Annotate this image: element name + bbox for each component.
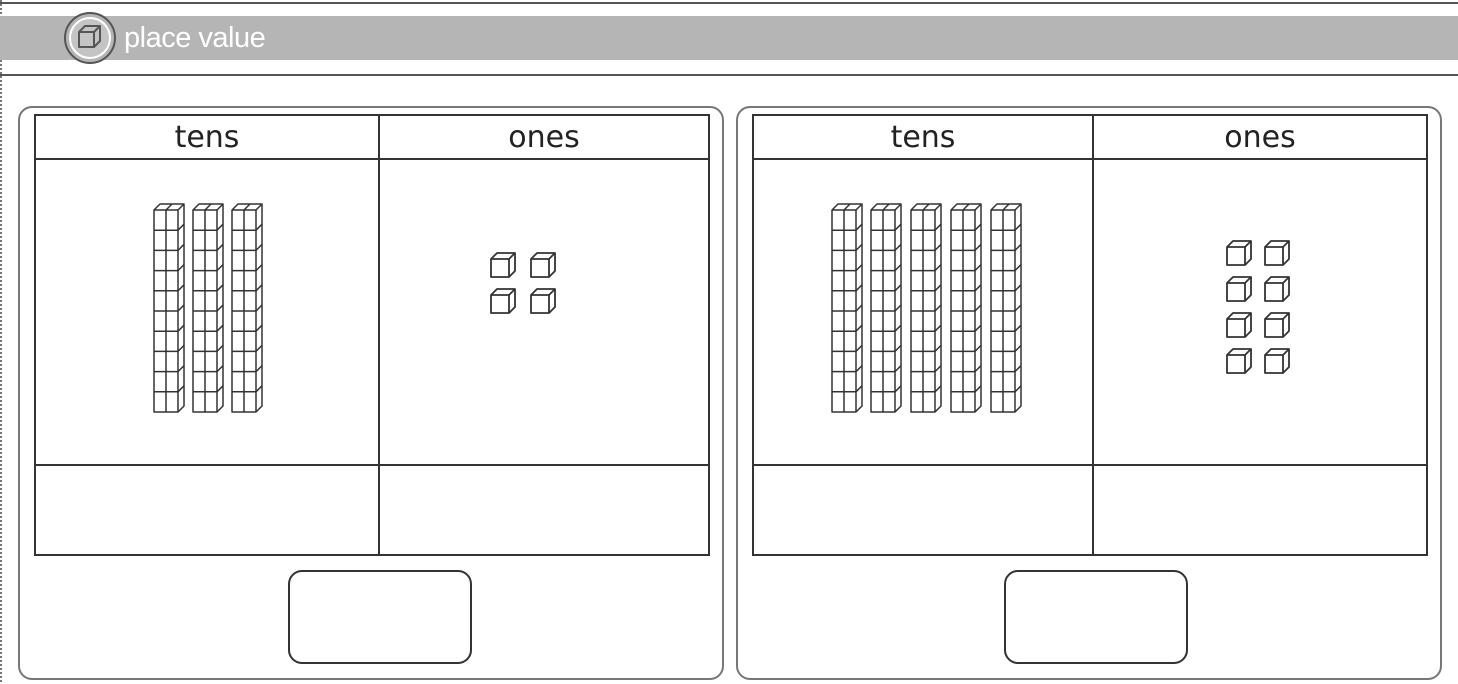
ones-answer-cell[interactable] xyxy=(380,466,708,556)
ones-cube xyxy=(1262,346,1292,380)
cube-icon xyxy=(62,10,118,66)
ones-answer-cell[interactable] xyxy=(1094,466,1426,556)
tens-column-header: tens xyxy=(754,116,1092,158)
ones-cube xyxy=(528,286,558,320)
tens-column-header: tens xyxy=(36,116,378,158)
place-value-panel-2: tens ones xyxy=(736,106,1442,680)
header-top-rule xyxy=(0,2,1458,4)
place-value-table: tens ones xyxy=(34,114,710,556)
ones-cube xyxy=(528,250,558,284)
ones-cube xyxy=(1224,238,1254,272)
place-value-table: tens ones xyxy=(752,114,1428,556)
ones-cube xyxy=(1224,346,1254,380)
place-value-panel-1: tens ones xyxy=(18,106,724,680)
ones-column-header: ones xyxy=(1094,116,1426,158)
tens-rod xyxy=(989,202,1023,420)
ones-cube xyxy=(1262,310,1292,344)
ones-cube xyxy=(488,286,518,320)
tens-answer-cell[interactable] xyxy=(754,466,1092,556)
ones-cube xyxy=(1262,274,1292,308)
ones-column-header: ones xyxy=(380,116,708,158)
tens-answer-cell[interactable] xyxy=(36,466,378,556)
page-edge xyxy=(0,0,2,684)
ones-cube xyxy=(1224,274,1254,308)
tens-rod xyxy=(191,202,225,420)
page-title: place value xyxy=(124,16,265,60)
tens-rod xyxy=(230,202,264,420)
tens-rod xyxy=(830,202,864,420)
tens-rod xyxy=(909,202,943,420)
ones-cube xyxy=(1224,310,1254,344)
total-answer-box[interactable] xyxy=(288,570,472,664)
ones-cube xyxy=(488,250,518,284)
tens-rod xyxy=(869,202,903,420)
header-divider xyxy=(754,158,1426,160)
tens-rod xyxy=(152,202,186,420)
header-bottom-rule xyxy=(0,74,1458,76)
header-divider xyxy=(36,158,708,160)
ones-cube xyxy=(1262,238,1292,272)
total-answer-box[interactable] xyxy=(1004,570,1188,664)
tens-rod xyxy=(949,202,983,420)
